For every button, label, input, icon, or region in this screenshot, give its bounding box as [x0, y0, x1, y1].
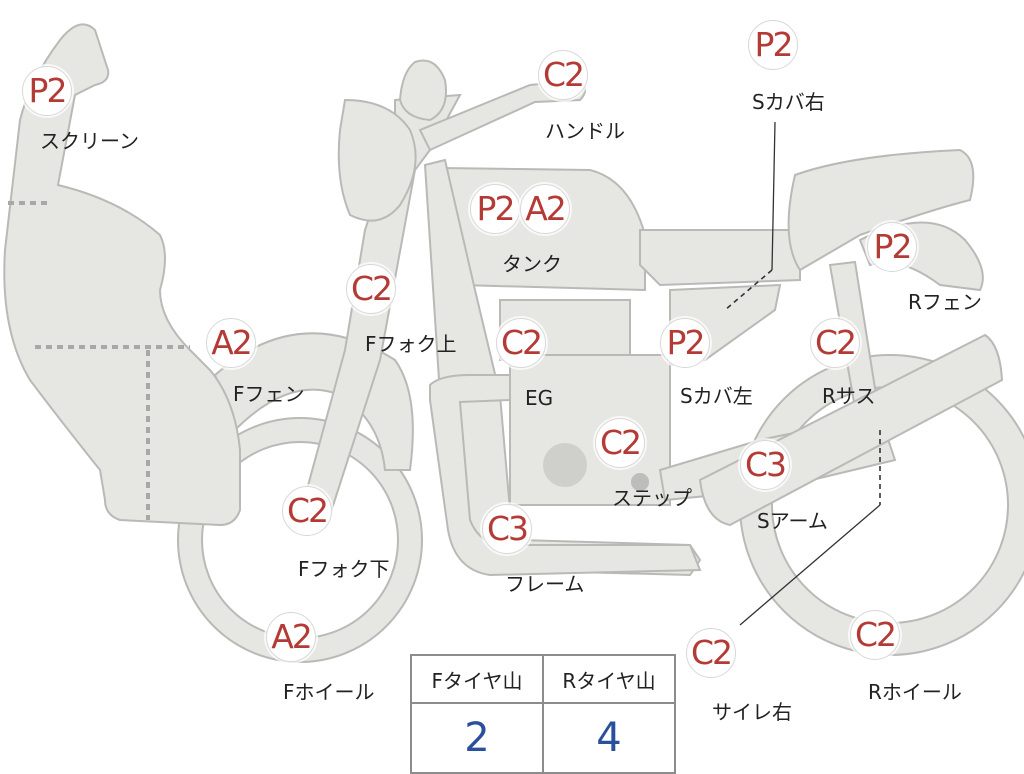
front-fender-label: Fフェン: [233, 382, 305, 406]
swing-arm-label: Sアーム: [757, 509, 828, 533]
muffler-right-label: サイレ右: [712, 700, 792, 724]
screen-label: スクリーン: [40, 129, 139, 153]
rear-suspension-grade-badge: C2: [810, 318, 860, 368]
fork-lower-grade-badge: C2: [282, 486, 332, 536]
tank-grade-badges: P2 A2: [470, 184, 570, 234]
front-tire-tread-value: 2: [410, 702, 544, 774]
headlight-shape: [337, 98, 417, 222]
muffler-right-grade-badge: C2: [686, 628, 736, 678]
rear-wheel-grade-badge: C2: [850, 610, 900, 660]
tank-label: タンク: [502, 252, 562, 276]
rear-suspension-label: Rサス: [822, 384, 876, 408]
tank-grade-badge-2: A2: [520, 184, 570, 234]
handle-label: ハンドル: [545, 119, 625, 143]
front-fender-grade-badge: A2: [206, 318, 256, 368]
front-wheel-label: Fホイール: [283, 680, 375, 704]
step-grade-badge: C2: [595, 418, 645, 468]
front-tire-tread-header: Fタイヤ山: [410, 654, 544, 704]
tank-grade-badge-1: P2: [470, 184, 520, 234]
screen-shape: [3, 23, 241, 527]
cover-right-label: Sカバ右: [752, 90, 825, 114]
rear-fender-label: Rフェン: [908, 290, 982, 314]
rear-tire-tread-header: Rタイヤ山: [542, 654, 676, 704]
fork-upper-grade-badge: C2: [346, 264, 396, 314]
fork-upper-label: Fフォク上: [365, 332, 457, 356]
mirror-shape: [398, 59, 447, 122]
engine-grade-badge: C2: [496, 318, 546, 368]
screen-grade-badge: P2: [22, 66, 72, 116]
cover-left-label: Sカバ左: [680, 384, 753, 408]
rear-tire-tread-value: 4: [542, 702, 676, 774]
frame-label: フレーム: [505, 572, 585, 596]
rear-seat-shape: [787, 148, 975, 272]
rear-fender-grade-badge: P2: [867, 222, 917, 272]
handle-grade-badge: C2: [538, 50, 588, 100]
front-wheel-grade-badge: A2: [266, 612, 316, 662]
engine-shape: [499, 299, 699, 506]
cover-left-grade-badge: P2: [660, 318, 710, 368]
cover-right-grade-badge: P2: [748, 20, 798, 70]
swing-arm-grade-badge: C3: [740, 440, 790, 490]
fork-lower-label: Fフォク下: [298, 557, 390, 581]
seat-shape: [639, 229, 801, 287]
rear-wheel-label: Rホイール: [868, 680, 962, 704]
tire-tread-table: Fタイヤ山 Rタイヤ山 2 4: [410, 654, 676, 774]
engine-label: EG: [525, 386, 554, 410]
step-label: ステップ: [612, 486, 692, 510]
frame-grade-badge: C3: [482, 504, 532, 554]
